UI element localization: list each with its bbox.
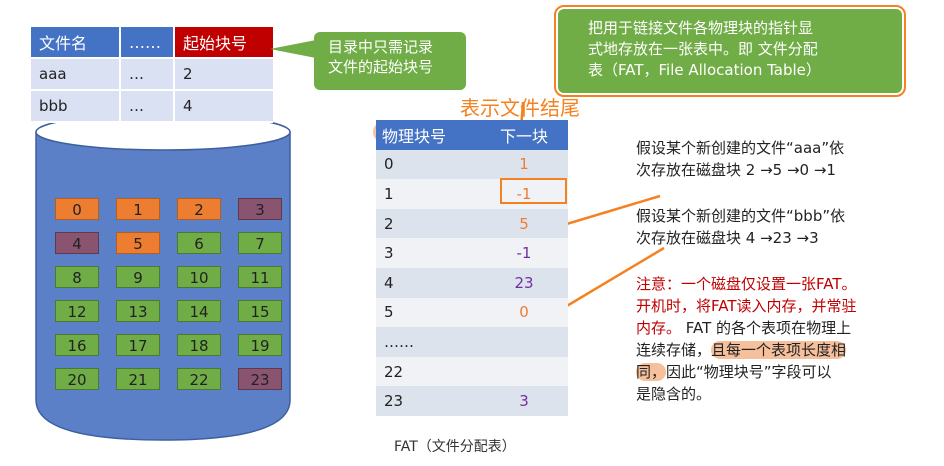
disk-block-15: 15 [238,300,282,322]
directory-table: 文件名 …… 起始块号 aaa … 2 bbb … 4 [31,27,273,123]
disk-block-19: 19 [238,334,282,356]
fat-caption: FAT（文件分配表） [394,439,516,455]
disk-block-9: 9 [116,266,160,288]
note-text: 是隐含的。 [636,385,712,403]
disk-block-2: 2 [177,198,221,220]
disk-block-5: 5 [116,232,160,254]
dir-cell: bbb [31,90,120,123]
fat-block-cell: …… [376,327,480,357]
fat-next-cell: 5 [480,208,568,239]
disk-block-13: 13 [116,300,160,322]
disk-block-10: 10 [177,266,221,288]
callout-pointer [270,40,316,58]
note-line: 假设某个新创建的文件“aaa”依 [636,139,845,157]
note-line: 次存放在磁盘块 4 →23 →3 [636,229,819,247]
callout-line: 式地存放在一张表中。即 文件分配 [588,40,818,58]
callout-fat-definition: 把用于链接文件各物理块的指针显 式地存放在一张表中。即 文件分配 表（FAT，F… [554,5,906,97]
fat-next-cell: 1 [480,149,568,180]
fat-block-cell: 4 [376,267,480,298]
disk-block-20: 20 [55,368,99,390]
callout-directory-note: 目录中只需记录 文件的起始块号 [314,32,466,90]
fat-next-cell: 23 [480,267,568,298]
fat-end-label: 表示文件结尾 [460,96,580,120]
disk-block-21: 21 [116,368,160,390]
note-text: FAT 的各个表项在物理上 [681,319,852,337]
fat-next-cell [480,327,568,357]
fat-next-cell: 3 [480,386,568,416]
fat-header-next: 下一块 [480,120,568,150]
warning-line: 内存。 [636,319,682,337]
highlighted-text: 且每一个表项长度相 [711,341,847,359]
note-file-aaa: 假设某个新创建的文件“aaa”依 次存放在磁盘块 2 →5 →0 →1 [636,137,916,181]
callout-line: 表（FAT，File Allocation Table） [588,61,821,79]
end-marker-highlight-box [500,178,567,204]
disk-block-4: 4 [55,232,99,254]
highlighted-text: 同， [636,363,667,381]
callout-line: 文件的起始块号 [328,58,434,76]
disk-block-11: 11 [238,266,282,288]
note-text: 因此“物理块号”字段可以 [666,363,832,381]
note-line: 假设某个新创建的文件“bbb”依 [636,207,846,225]
dir-cell: 4 [173,90,273,123]
disk-block-18: 18 [177,334,221,356]
disk-block-23: 23 [238,368,282,390]
callout-line: 目录中只需记录 [328,38,434,56]
dir-header-start-block: 起始块号 [173,27,273,59]
disk-block-0: 0 [55,198,99,220]
fat-next-cell [480,356,568,387]
disk-block-6: 6 [177,232,221,254]
disk-block-22: 22 [177,368,221,390]
fat-block-cell: 1 [376,179,480,209]
dir-cell: … [119,58,174,91]
note-text: 连续存储， [636,341,712,359]
dir-cell: 2 [173,58,273,91]
callout-line: 把用于链接文件各物理块的指针显 [588,19,814,37]
fat-header-block: 物理块号 [376,120,480,150]
dir-header-ellipsis: …… [119,27,174,59]
warning-line: 开机时，将FAT读入内存，并常驻 [636,297,857,315]
disk-block-12: 12 [55,300,99,322]
note-line: 次存放在磁盘块 2 →5 →0 →1 [636,161,836,179]
disk-block-8: 8 [55,266,99,288]
fat-block-cell: 3 [376,238,480,268]
disk-block-1: 1 [116,198,160,220]
fat-block-cell: 23 [376,386,480,416]
fat-block-cell: 5 [376,297,480,328]
fat-next-cell: -1 [480,238,568,268]
disk-block-3: 3 [238,198,282,220]
fat-block-cell: 0 [376,149,480,180]
disk-block-16: 16 [55,334,99,356]
note-fat-warning: 注意：一个磁盘仅设置一张FAT。 开机时，将FAT读入内存，并常驻 内存。 FA… [636,273,926,405]
disk-block-17: 17 [116,334,160,356]
fat-block-cell: 22 [376,356,480,387]
disk-block-7: 7 [238,232,282,254]
disk-block-14: 14 [177,300,221,322]
dir-cell: aaa [31,58,120,91]
note-file-bbb: 假设某个新创建的文件“bbb”依 次存放在磁盘块 4 →23 →3 [636,205,916,249]
dir-header-filename: 文件名 [31,27,120,59]
dir-cell: … [119,90,174,123]
fat-block-cell: 2 [376,208,480,239]
fat-next-cell: 0 [480,297,568,328]
warning-line: 注意：一个磁盘仅设置一张FAT。 [636,275,857,293]
